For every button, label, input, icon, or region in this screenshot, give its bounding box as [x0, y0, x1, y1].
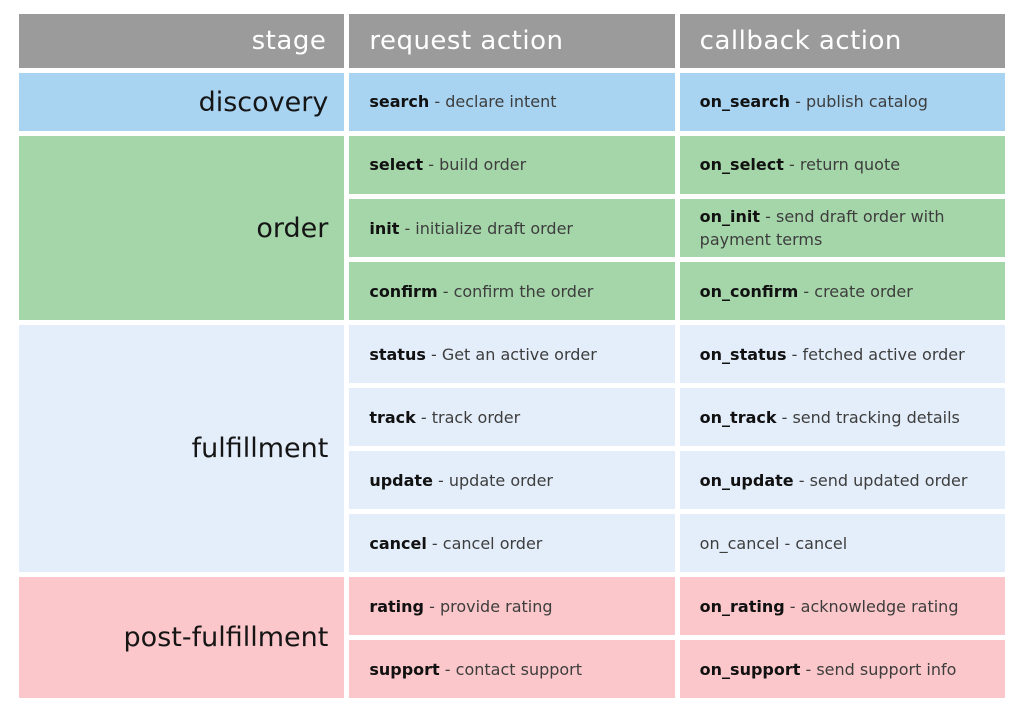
- request-action-cell: support - contact support: [349, 640, 675, 699]
- request-action-name: confirm: [369, 281, 438, 301]
- callback-action-desc: - cancel: [784, 533, 848, 553]
- callback-action-desc: - send updated order: [798, 470, 968, 490]
- callback-action-name: on_cancel: [699, 533, 780, 553]
- request-action-cell: confirm - confirm the order: [349, 262, 675, 321]
- stage-cell-discovery: discovery: [19, 73, 345, 131]
- stage-cell-post-fulfillment: post-fulfillment: [19, 577, 345, 699]
- header-row: stage request action callback action: [19, 14, 1005, 68]
- request-action-cell: rating - provide rating: [349, 577, 675, 636]
- stage-cell-fulfillment: fulfillment: [19, 325, 345, 573]
- request-action-cell: select - build order: [349, 136, 675, 194]
- table-row: cancel - cancel order on_cancel - cancel: [19, 514, 1005, 573]
- table-row: track - track order on_track - send trac…: [19, 388, 1005, 447]
- request-action-desc: - Get an active order: [430, 344, 597, 364]
- request-action-name: select: [369, 155, 424, 175]
- table-row: update - update order on_update - send u…: [19, 451, 1005, 510]
- callback-action-cell: on_search - publish catalog: [679, 73, 1005, 131]
- callback-action-desc: - return quote: [788, 155, 901, 175]
- request-action-name: support: [369, 659, 440, 679]
- callback-action-name: on_support: [699, 659, 801, 679]
- callback-action-cell: on_confirm - create order: [679, 262, 1005, 321]
- request-action-cell: init - initialize draft order: [349, 199, 675, 258]
- callback-action-cell: on_status - fetched active order: [679, 325, 1005, 384]
- callback-action-name: on_select: [699, 155, 784, 175]
- callback-action-desc: - send tracking details: [781, 407, 960, 427]
- request-action-desc: - build order: [428, 155, 527, 175]
- callback-action-cell: on_update - send updated order: [679, 451, 1005, 510]
- request-action-cell: search - declare intent: [349, 73, 675, 131]
- table-row: fulfillment status - Get an active order…: [19, 325, 1005, 573]
- callback-action-desc: - create order: [803, 281, 913, 301]
- callback-action-desc: - fetched active order: [791, 344, 965, 364]
- request-action-name: update: [369, 470, 433, 490]
- request-action-cell: update - update order: [349, 451, 675, 510]
- request-action-desc: - initialize draft order: [404, 218, 573, 238]
- request-action-desc: - confirm the order: [442, 281, 594, 301]
- stage-cell-order: order: [19, 136, 345, 321]
- request-action-desc: - update order: [438, 470, 553, 490]
- request-action-name: cancel: [369, 533, 427, 553]
- callback-action-name: on_confirm: [699, 281, 799, 301]
- callback-action-name: on_search: [699, 92, 790, 112]
- request-action-name: track: [369, 407, 416, 427]
- callback-action-desc: - publish catalog: [795, 92, 928, 112]
- request-action-cell: track - track order: [349, 388, 675, 447]
- actions-table: stage request action callback action dis…: [14, 9, 1010, 703]
- callback-action-desc: - send draft order with payment terms: [699, 207, 945, 250]
- callback-action-name: on_status: [699, 344, 787, 364]
- table-row: init - initialize draft order on_init - …: [19, 199, 1005, 258]
- request-action-desc: - cancel order: [431, 533, 543, 553]
- request-action-desc: - contact support: [444, 659, 583, 679]
- request-action-name: init: [369, 218, 400, 238]
- callback-action-name: on_init: [699, 207, 761, 226]
- callback-action-desc: - acknowledge rating: [789, 596, 959, 616]
- stage-header: stage: [19, 14, 345, 68]
- table-row: post-fulfillment rating - provide rating…: [19, 577, 1005, 699]
- callback-action-desc: - send support info: [805, 659, 957, 679]
- callback-action-cell: on_init - send draft order with payment …: [679, 199, 1005, 258]
- callback-action-cell: on_track - send tracking details: [679, 388, 1005, 447]
- callback-action-name: on_update: [699, 470, 794, 490]
- callback-action-name: on_rating: [699, 596, 785, 616]
- request-action-desc: - track order: [420, 407, 521, 427]
- table-row: support - contact support on_support - s…: [19, 640, 1005, 699]
- callback-action-cell: on_rating - acknowledge rating: [679, 577, 1005, 636]
- request-action-desc: - provide rating: [429, 596, 553, 616]
- table-row: order select - build order on_select - r…: [19, 136, 1005, 321]
- request-action-name: rating: [369, 596, 424, 616]
- callback-action-cell: on_select - return quote: [679, 136, 1005, 194]
- callback-action-name: on_track: [699, 407, 777, 427]
- callback-action-header: callback action: [679, 14, 1005, 68]
- request-action-cell: cancel - cancel order: [349, 514, 675, 573]
- request-action-desc: - declare intent: [434, 92, 557, 112]
- request-action-header: request action: [349, 14, 675, 68]
- request-action-cell: status - Get an active order: [349, 325, 675, 384]
- request-action-name: search: [369, 92, 430, 112]
- callback-action-cell: on_cancel - cancel: [679, 514, 1005, 573]
- table-row: discovery search - declare intent on_sea…: [19, 73, 1005, 131]
- table-row: confirm - confirm the order on_confirm -…: [19, 262, 1005, 321]
- request-action-name: status: [369, 344, 426, 364]
- callback-action-cell: on_support - send support info: [679, 640, 1005, 699]
